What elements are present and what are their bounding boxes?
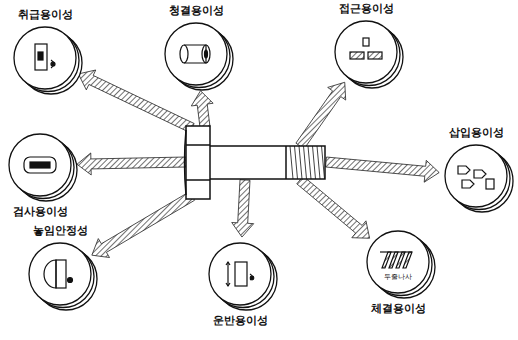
stacked-circle [190,241,290,313]
feature-circle: 청결용이성 [146,3,246,93]
icon [350,38,382,59]
bolt [185,126,326,199]
icon [24,157,56,173]
hatched-arrow [77,153,186,175]
stacked-circle [146,21,246,93]
icon [226,262,254,286]
feature-circle: 접근용이성 [316,1,416,91]
feature-label: 청결용이성 [146,3,246,18]
feature-circle: 운반용이성 [190,241,290,331]
feature-label: 운반용이성 [190,313,290,328]
stacked-circle [426,143,518,215]
feature-circle: 취급용이성 [0,7,95,97]
hatched-arrow [92,192,195,258]
feature-label: 삽입용이성 [426,125,518,140]
feature-label: 취급용이성 [0,7,95,22]
feature-circle: 검사용이성 [0,132,90,222]
stacked-circle [0,132,90,204]
hatched-arrow [232,180,254,237]
icon [458,166,494,189]
stacked-circle [10,241,110,313]
feature-label: 접근용이성 [316,1,416,16]
feature-label: 검사용이성 [0,204,90,219]
hatched-arrow [296,82,346,149]
hatched-arrows [77,70,439,258]
stacked-circle [348,229,448,301]
hatched-arrow [297,176,370,238]
hatched-arrow [326,157,440,182]
stacked-circle [316,19,416,91]
icon [180,45,210,63]
icon [44,260,73,288]
inner-note: 두줄나사 [384,272,412,282]
feature-label: 놓임안정성 [10,223,110,238]
hatched-arrow [78,70,194,133]
hatched-arrow [191,91,213,128]
feature-label: 체결용이성 [348,301,448,316]
stacked-circle [0,25,95,97]
feature-circle: 체결용이성 두줄나사 [348,229,448,319]
icon [380,252,412,268]
icon [35,44,55,70]
feature-circle: 삽입용이성 [426,125,518,215]
feature-circle: 놓임안정성 [10,223,110,313]
